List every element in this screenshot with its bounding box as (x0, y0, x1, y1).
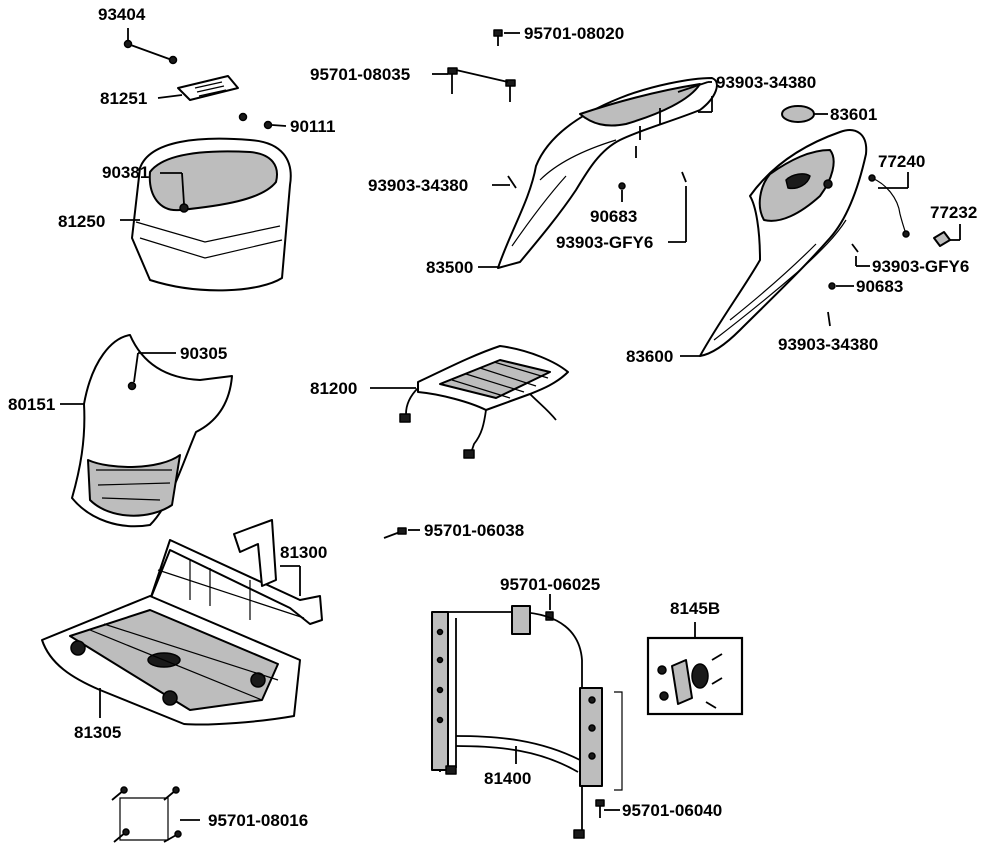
label-81400: 81400 (484, 769, 531, 788)
part-8145b-kit (646, 636, 744, 716)
label-80151: 80151 (8, 395, 55, 414)
label-81300: 81300 (280, 543, 327, 562)
part-77240-cable (868, 174, 910, 238)
label-77240: 77240 (878, 152, 925, 171)
part-95701-06040-bolt (595, 799, 605, 818)
label-83601: 83601 (830, 105, 877, 124)
part-83601-cap (781, 105, 815, 123)
label-95701-06038: 95701-06038 (424, 521, 524, 540)
part-93903-34380-clip-c (827, 311, 831, 327)
label-77232: 77232 (930, 203, 977, 222)
part-93404-strap (123, 28, 178, 65)
part-83600-rear-cowl-right (699, 129, 868, 357)
part-93903-gfy6-clip-a (681, 171, 687, 183)
label-81250: 81250 (58, 212, 105, 231)
label-90381: 90381 (102, 163, 149, 182)
label-83500: 83500 (426, 258, 473, 277)
part-95701-08016-bolts (111, 786, 182, 843)
part-80151-front-shield (71, 334, 233, 528)
part-81400-frame (431, 605, 623, 839)
label-90683-b: 90683 (856, 277, 903, 296)
part-95701-08035-bolts (447, 67, 516, 102)
label-81305: 81305 (74, 723, 121, 742)
label-90683-a: 90683 (590, 207, 637, 226)
part-93903-34380-clip-left (507, 175, 517, 189)
part-93903-34380-clips-top (635, 108, 661, 158)
label-95701-08020: 95701-08020 (524, 24, 624, 43)
part-95701-06038-bolt (383, 527, 407, 539)
part-90683-screw-b (828, 282, 836, 290)
label-83600: 83600 (626, 347, 673, 366)
part-81251-lid (177, 75, 239, 101)
label-90111: 90111 (290, 117, 335, 136)
part-81200-rear-carrier (399, 345, 569, 459)
label-93903-34380-b: 93903-34380 (368, 176, 468, 195)
part-83500-rear-cowl-left (497, 77, 718, 269)
part-90111-screw (238, 112, 287, 130)
part-81300-floor-frame (149, 519, 323, 625)
label-95701-08035: 95701-08035 (310, 65, 410, 84)
part-93903-gfy6-clip-b (851, 243, 859, 253)
part-77232 (933, 231, 951, 247)
label-81200: 81200 (310, 379, 357, 398)
part-81250-helmet-box (131, 137, 292, 292)
label-95701-08016: 95701-08016 (208, 811, 308, 830)
label-93903-34380-a: 93903-34380 (716, 73, 816, 92)
part-90683-screw-a (618, 182, 626, 202)
label-81251: 81251 (100, 89, 147, 108)
label-93404: 93404 (98, 5, 146, 24)
label-90305: 90305 (180, 344, 227, 363)
label-93903-34380-c: 93903-34380 (778, 335, 878, 354)
label-93903-gfy6-a: 93903-GFY6 (556, 233, 653, 252)
label-8145b: 8145B (670, 599, 720, 618)
part-95701-08020-bolt (493, 29, 503, 46)
label-95701-06040: 95701-06040 (622, 801, 722, 820)
part-81305-floor-board (41, 595, 301, 726)
label-95701-06025: 95701-06025 (500, 575, 600, 594)
label-93903-gfy6-b: 93903-GFY6 (872, 257, 969, 276)
